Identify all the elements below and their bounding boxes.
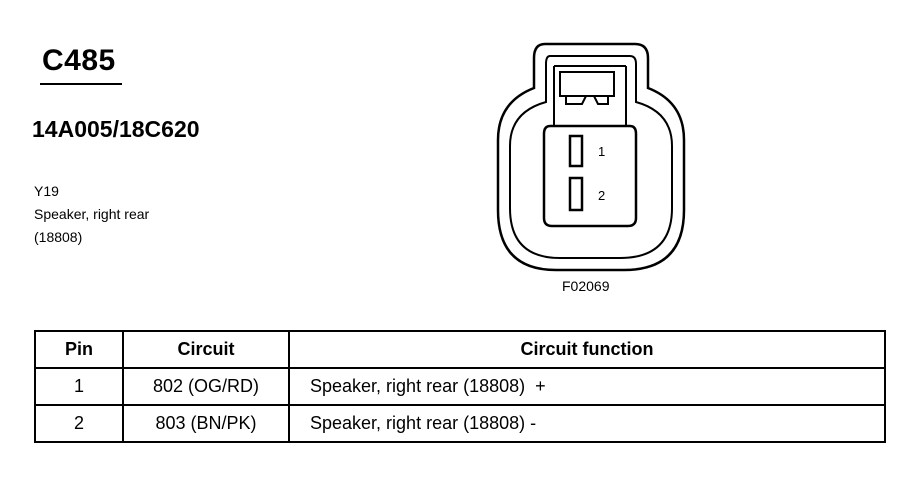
locking-tab [559, 71, 615, 97]
connector-face-drawing [496, 42, 686, 272]
header-circuit-function: Circuit function [288, 330, 886, 369]
figure-code: F02069 [562, 278, 610, 294]
part-numbers: 14A005/18C620 [32, 116, 200, 142]
component-name: Speaker, right rear [34, 206, 150, 222]
connector-id-underline [40, 83, 122, 85]
row-pin: 2 [34, 404, 124, 443]
header-circuit: Circuit [122, 330, 290, 369]
row-circuit: 803 (BN/PK) [122, 404, 290, 443]
component-code: Y19 [34, 183, 59, 199]
connector-id: C485 [42, 44, 116, 77]
row-circuit-function: Speaker, right rear (18808) - [288, 404, 886, 443]
terminal-cavity-body [542, 124, 638, 228]
pin-1-label: 1 [598, 144, 606, 159]
row-circuit-function: Speaker, right rear (18808) + [288, 367, 886, 406]
connector-inner-shell [509, 55, 673, 259]
row-pin: 1 [34, 367, 124, 406]
connector-face-diagram: 1 2 [490, 36, 690, 276]
row-circuit: 802 (OG/RD) [122, 367, 290, 406]
pin-table: Pin Circuit Circuit function 1 802 (OG/R… [34, 330, 886, 443]
component-info: Y19 Speaker, right rear (18808) [34, 180, 149, 249]
table-row: 2 803 (BN/PK) Speaker, right rear (18808… [34, 404, 886, 443]
pin-1-cavity [568, 134, 584, 168]
component-ref: (18808) [34, 229, 83, 245]
header-pin: Pin [34, 330, 124, 369]
pin-2-label: 2 [598, 188, 606, 203]
connector-outer-shell [496, 42, 686, 272]
pin-2-cavity [568, 176, 584, 212]
tab-notch [565, 95, 609, 105]
table-row: 1 802 (OG/RD) Speaker, right rear (18808… [34, 367, 886, 406]
table-header-row: Pin Circuit Circuit function [34, 330, 886, 369]
